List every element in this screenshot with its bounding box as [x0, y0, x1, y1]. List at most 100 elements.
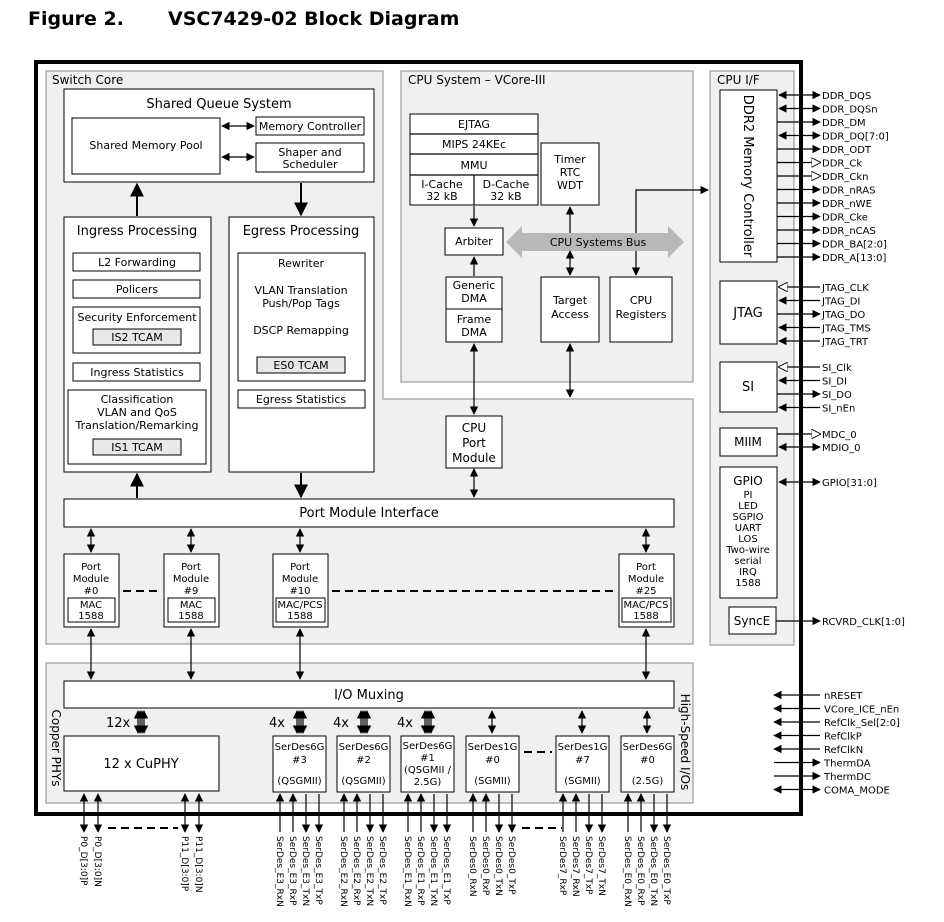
- pin-label: SerDes_E0_RxN: [622, 836, 632, 907]
- icache-label-1: I-Cache: [421, 178, 463, 191]
- port-module-25-line1: Port: [636, 562, 656, 573]
- serdes-label: (SGMII): [474, 776, 511, 787]
- cpu-registers-label-1: CPU: [630, 294, 652, 307]
- serdes-block: SerDes6G#1(QSGMII /2.5G): [400, 735, 455, 793]
- pin-label: SerDes_E2_RxP: [351, 836, 361, 906]
- pin-label: SerDes7_RxN: [570, 836, 580, 897]
- bundle-multiplier: 4x: [397, 716, 413, 731]
- pin-label: SerDes_E1_TxN: [428, 836, 438, 906]
- pin-label: SerDes0_TxP: [506, 836, 516, 895]
- serdes-label: (2.5G): [632, 776, 664, 787]
- cpu-if-signals: DDR_DQSDDR_DQSnDDR_DMDDR_DQ[7:0]DDR_ODTD…: [776, 90, 905, 628]
- gpio-box: [719, 466, 778, 599]
- shaper-label-2: Scheduler: [282, 158, 338, 171]
- ddr2-controller-box: [719, 89, 778, 263]
- serdes-block: SerDes6G#3(QSGMII): [272, 735, 327, 793]
- port-module-10-mac: MAC/PCS: [277, 600, 322, 611]
- serdes-label: #0: [640, 755, 655, 766]
- timer-box: [540, 142, 600, 206]
- signal-label: JTAG_DO: [821, 310, 865, 321]
- memory-controller-box: [255, 116, 365, 136]
- dcache-label-2: 32 kB: [490, 190, 521, 203]
- serdes-blocks: SerDes6G#3(QSGMII)SerDes6G#2(QSGMII)SerD…: [272, 735, 675, 793]
- copper-phys-label: Copper PHYs: [49, 710, 63, 787]
- serdes-label: SerDes6G: [275, 742, 325, 753]
- signal-label: DDR_DQ[7:0]: [822, 132, 889, 143]
- si-label: SI: [742, 380, 754, 395]
- signal-label: RCVRD_CLK[1:0]: [822, 617, 905, 628]
- serdes-block: SerDes6G#2(QSGMII): [336, 735, 391, 793]
- misc-signal-label: VCore_ICE_nEn: [824, 705, 899, 716]
- rewriter-label: Rewriter: [278, 257, 325, 270]
- signal-label: SI_DI: [822, 377, 847, 388]
- pin-label: P0_D[3:0]N: [92, 836, 102, 887]
- arbiter-box: [444, 227, 504, 256]
- arbiter-label: Arbiter: [455, 235, 493, 248]
- signal-label: DDR_nCAS: [822, 226, 876, 237]
- signal-label: DDR_ODT: [822, 145, 872, 156]
- serdes-label: (QSGMII): [277, 776, 321, 787]
- jtag-box: [719, 280, 778, 345]
- memory-controller-label: Memory Controller: [259, 120, 362, 133]
- serdes-box: [465, 735, 520, 793]
- serdes-label: SerDes6G: [403, 741, 453, 752]
- generic-dma-box: [445, 276, 503, 310]
- port-module-25: Port Module #25 MAC/PCS 1588: [618, 553, 675, 628]
- misc-signals: nRESETVCore_ICE_nEnRefClk_Sel[2:0]RefClk…: [773, 690, 900, 797]
- switch-core-title: Switch Core: [52, 73, 123, 87]
- gpio-item: IRQ: [739, 567, 757, 578]
- signal-label: DDR_A[13:0]: [822, 253, 887, 264]
- signal-label: DDR_BA[2:0]: [822, 240, 887, 251]
- target-access-box: [540, 276, 600, 343]
- pin-label: SerDes_E2_TxP: [377, 836, 387, 905]
- pin-label: SerDes_E3_RxN: [274, 836, 284, 907]
- pin-label: SerDes_E0_TxP: [661, 836, 671, 905]
- cpu-registers-label-2: Registers: [615, 308, 666, 321]
- target-access-label-1: Target: [552, 294, 588, 307]
- bundle-multiplier: 4x: [269, 716, 285, 731]
- serdes-label: SerDes6G: [623, 742, 673, 753]
- pin-label: P11_D[3:0]N: [193, 836, 203, 893]
- frame-dma-label-2: DMA: [461, 326, 487, 339]
- serdes-block: SerDes1G#7(SGMII): [555, 735, 610, 793]
- policers-label: Policers: [116, 283, 158, 296]
- serdes-box: [555, 735, 610, 793]
- ingress-title: Ingress Processing: [77, 224, 197, 239]
- port-module-interface-box: [63, 498, 675, 528]
- serdes-label: (QSGMII /: [404, 765, 452, 776]
- classification-label-1: Classification: [101, 393, 174, 406]
- port-module-9-line1: Port: [181, 562, 201, 573]
- jtag-label: JTAG: [732, 306, 763, 321]
- io-muxing-box: [63, 680, 675, 709]
- signal-label: JTAG_DI: [821, 297, 860, 308]
- classification-label-3: Translation/Remarking: [75, 419, 199, 432]
- pin-label: SerDes0_RxP: [480, 836, 490, 896]
- signal-label: MDC_0: [822, 430, 857, 441]
- gpio-item: SGPIO: [733, 512, 764, 523]
- serdes-box: [620, 735, 675, 793]
- timer-label-2: RTC: [560, 166, 581, 179]
- is1-tcam-label: IS1 TCAM: [111, 441, 163, 454]
- serdes-box: [336, 735, 391, 793]
- serdes-label: #0: [485, 755, 500, 766]
- serdes-label: SerDes6G: [339, 742, 389, 753]
- l2-forwarding-box: [72, 252, 201, 272]
- signal-label: JTAG_CLK: [821, 283, 869, 294]
- port-module-0-line2: Module: [73, 574, 109, 585]
- gpio-item: Two-wire: [725, 545, 770, 556]
- es0-tcam-label: ES0 TCAM: [273, 359, 328, 372]
- serdes-label: 2.5G): [414, 777, 442, 788]
- ingress-statistics-label: Ingress Statistics: [90, 366, 184, 379]
- generic-dma-label-2: DMA: [461, 292, 487, 305]
- cpu-port-module-label-2: Port: [462, 436, 486, 450]
- signal-label: DDR_Ckn: [822, 172, 868, 183]
- port-module-25-mac: MAC/PCS: [623, 600, 668, 611]
- signal-label: DDR_Ck: [822, 159, 862, 170]
- misc-signal-label: ThermDA: [823, 759, 871, 770]
- misc-signal-label: COMA_MODE: [824, 786, 890, 797]
- shared-memory-pool-box: [71, 117, 221, 175]
- misc-signal-label: ThermDC: [823, 772, 871, 783]
- gpio-title: GPIO: [733, 474, 763, 488]
- si-box: [719, 361, 778, 413]
- pin-label: P11_D[3:0]P: [179, 836, 189, 892]
